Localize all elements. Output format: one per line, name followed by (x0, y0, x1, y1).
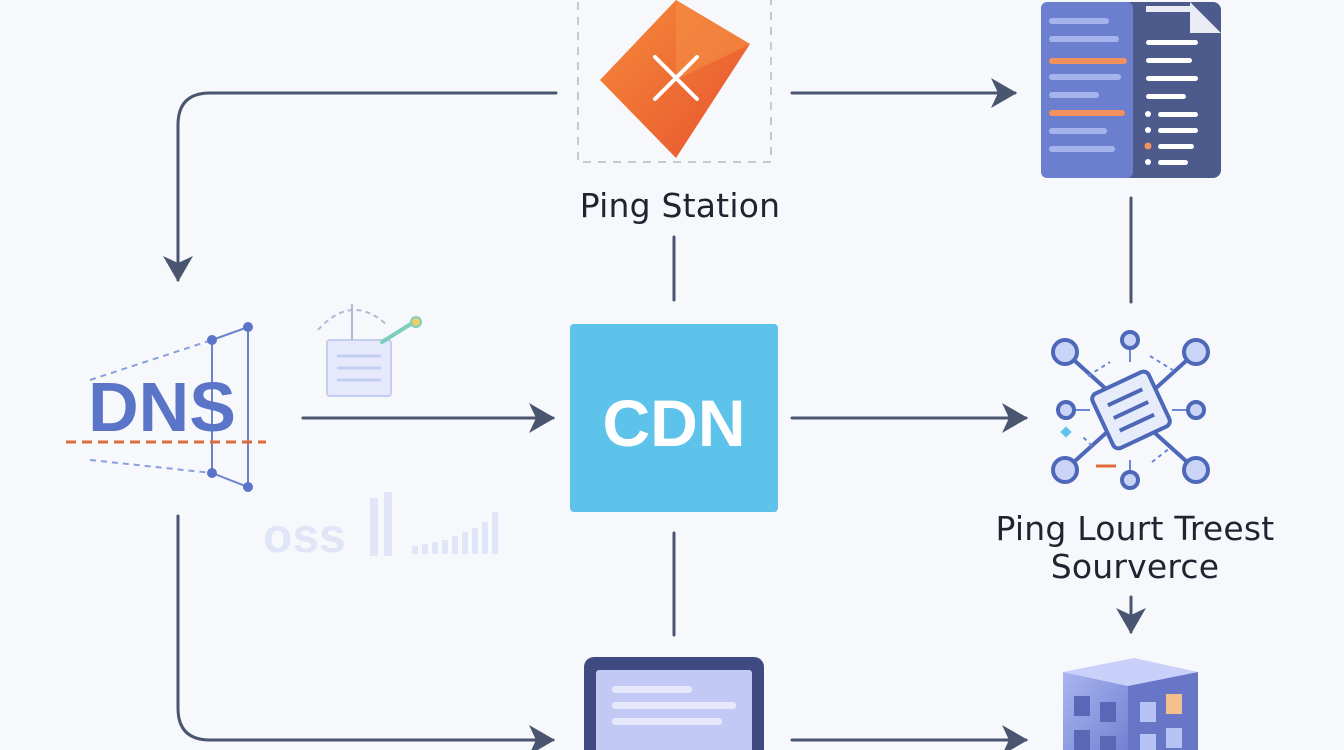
connectors (163, 78, 1146, 750)
cdn-label: CDN (603, 386, 746, 460)
dns-label: DNS (88, 368, 236, 446)
dns-node[interactable]: DNS (66, 322, 266, 492)
ping-lourt-label: Ping Lourt Treest Sourverce (985, 510, 1285, 586)
config-document-icon (317, 304, 422, 397)
arrow-dns-to-monitor (176, 514, 555, 750)
orange-diamond-x-icon (600, 0, 750, 158)
network-hub-icon[interactable] (1051, 330, 1210, 490)
cdn-box (570, 324, 778, 512)
ping-lourt-label-line1: Ping Lourt Treest (995, 509, 1275, 548)
ping-station-dashed-frame (577, 0, 772, 163)
server-document-icon (1041, 2, 1221, 178)
arrow-ping-to-dns (163, 91, 558, 282)
building-icon[interactable] (1063, 658, 1198, 750)
ping-station-label: Ping Station (579, 186, 781, 225)
monitor-icon[interactable] (584, 657, 764, 750)
dns-projection-icon (66, 322, 266, 492)
ping-station-node[interactable] (577, 0, 772, 163)
ping-lourt-label-line2: Sourverce (1050, 547, 1220, 586)
cdn-node[interactable]: CDN (570, 324, 778, 512)
oss-label: oss (263, 510, 346, 563)
faded-oss-bars-icon: oss (263, 492, 498, 563)
